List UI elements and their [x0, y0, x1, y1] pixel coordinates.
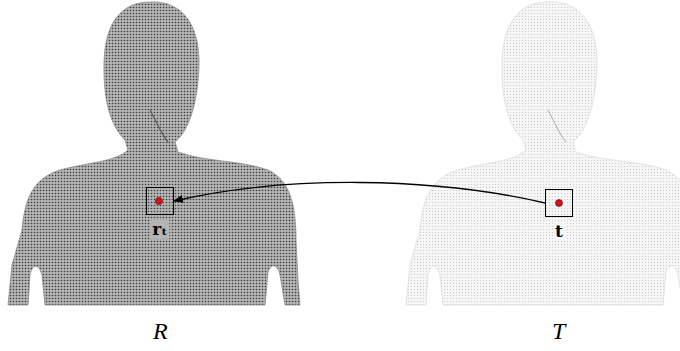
target-body [406, 2, 680, 305]
reference-point [156, 198, 163, 205]
cloud-name: R [153, 318, 168, 344]
target-point [556, 200, 563, 207]
correspondence-arrow [174, 182, 545, 203]
reference-body [8, 2, 300, 305]
reference-face-shadow [150, 110, 168, 142]
target-face-shadow [548, 110, 566, 142]
cloud-name: T [552, 318, 565, 344]
query-box: t [545, 189, 573, 217]
point-label: rₜ [150, 220, 169, 239]
correspondence-box: rₜ [146, 187, 174, 215]
point-label: t [553, 222, 565, 241]
